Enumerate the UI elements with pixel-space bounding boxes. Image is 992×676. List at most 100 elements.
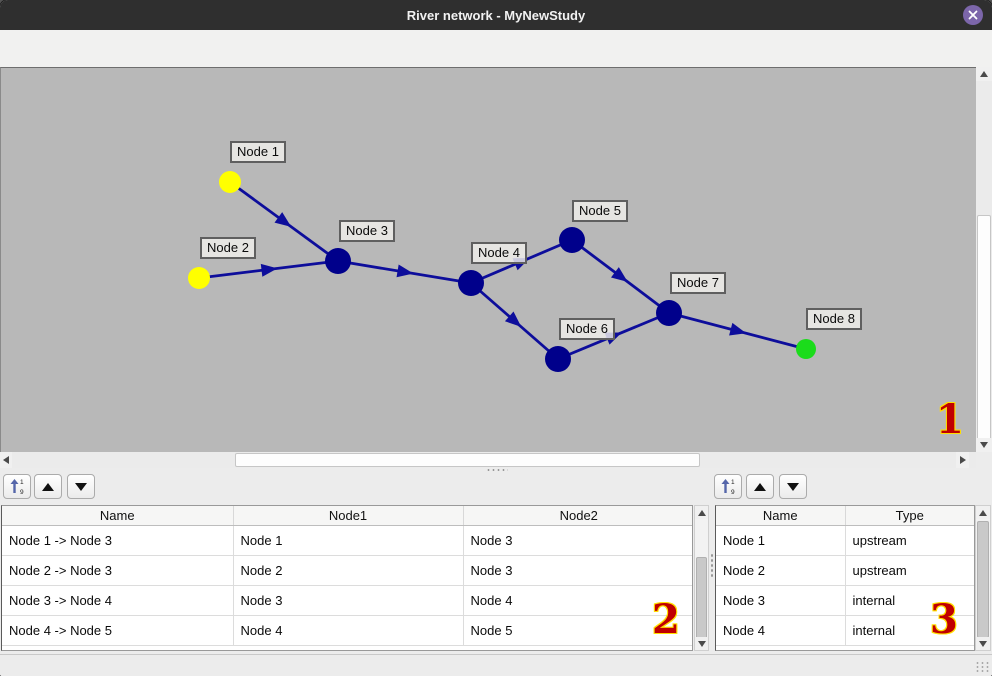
table-cell[interactable]: Node 2	[233, 555, 464, 586]
close-button[interactable]	[963, 5, 983, 25]
table-cell[interactable]: Node 2 -> Node 3	[2, 555, 234, 586]
column-header[interactable]: Name	[2, 506, 234, 526]
table-cell[interactable]: Node 1	[233, 525, 464, 556]
table-cell[interactable]: upstream	[845, 555, 974, 586]
table-cell[interactable]: Node 4 -> Node 5	[2, 615, 234, 646]
nodes-table-scrollbar[interactable]	[975, 505, 991, 651]
scroll-down-button[interactable]	[976, 637, 990, 650]
annotation-step-1: 1	[935, 396, 965, 443]
network-node[interactable]	[325, 248, 351, 274]
edge-arrow-icon	[274, 212, 292, 227]
table-cell[interactable]: upstream	[845, 525, 974, 556]
titlebar: River network - MyNewStudy	[0, 0, 992, 30]
node-label[interactable]: Node 5	[572, 200, 628, 222]
scroll-down-button[interactable]	[976, 438, 992, 452]
sort-ascending-icon: 1 9	[10, 479, 24, 495]
edges-sort-button[interactable]: 1 9	[3, 474, 31, 499]
scrollbar-thumb[interactable]	[235, 453, 700, 467]
network-node[interactable]	[656, 300, 682, 326]
vertical-splitter-handle[interactable]	[710, 553, 715, 577]
annotation-step-3: 3	[929, 596, 959, 643]
arrow-up-icon	[980, 71, 988, 77]
horizontal-splitter-handle[interactable]	[486, 468, 508, 472]
table-cell[interactable]: Node 3	[233, 585, 464, 616]
table-cell[interactable]: Node 4	[716, 615, 846, 646]
nodes-move-down-button[interactable]	[779, 474, 807, 499]
resize-grip[interactable]	[975, 661, 989, 673]
arrow-down-icon	[697, 640, 706, 647]
network-node[interactable]	[188, 267, 210, 289]
table-cell[interactable]: Node 4	[463, 585, 692, 616]
arrow-down-icon	[979, 640, 987, 647]
node-label[interactable]: Node 7	[670, 272, 726, 294]
table-cell[interactable]: Node 1 -> Node 3	[2, 525, 234, 556]
column-header[interactable]: Type	[845, 506, 974, 526]
table-cell[interactable]: Node 2	[716, 555, 846, 586]
edges-move-down-button[interactable]	[67, 474, 95, 499]
table-cell[interactable]: Node 3	[716, 585, 846, 616]
node-label[interactable]: Node 6	[559, 318, 615, 340]
triangle-up-icon	[42, 482, 54, 491]
svg-text:9: 9	[20, 489, 24, 495]
nodes-move-up-button[interactable]	[746, 474, 774, 499]
table-cell[interactable]: Node 3 -> Node 4	[2, 585, 234, 616]
close-icon	[968, 10, 978, 20]
network-node[interactable]	[559, 227, 585, 253]
node-label[interactable]: Node 2	[200, 237, 256, 259]
scroll-up-button[interactable]	[976, 67, 992, 81]
node-label[interactable]: Node 1	[230, 141, 286, 163]
column-header[interactable]: Node2	[463, 506, 692, 526]
table-cell[interactable]: internal	[845, 615, 974, 646]
table-cell[interactable]: internal	[845, 585, 974, 616]
network-node[interactable]	[219, 171, 241, 193]
canvas-horizontal-scrollbar[interactable]	[0, 452, 976, 468]
node-label[interactable]: Node 3	[339, 220, 395, 242]
arrow-left-icon	[3, 456, 9, 464]
edge-arrow-icon	[504, 311, 522, 327]
scroll-up-button[interactable]	[976, 506, 990, 519]
network-node[interactable]	[458, 270, 484, 296]
table-cell[interactable]: Node 3	[463, 555, 692, 586]
scroll-left-button[interactable]	[0, 452, 12, 468]
table-cell[interactable]: Node 4	[233, 615, 464, 646]
edges-table-scrollbar[interactable]	[694, 505, 709, 651]
table-cell[interactable]: Node 5	[463, 615, 692, 646]
scroll-up-button[interactable]	[695, 506, 708, 519]
scrollbar-thumb[interactable]	[977, 521, 989, 638]
svg-text:1: 1	[20, 479, 24, 486]
scrollbar-thumb[interactable]	[977, 215, 991, 440]
edges-move-up-button[interactable]	[34, 474, 62, 499]
scrollbar-thumb[interactable]	[696, 557, 707, 639]
svg-text:9: 9	[731, 489, 735, 495]
nodes-sort-button[interactable]: 1 9	[714, 474, 742, 499]
scroll-down-button[interactable]	[695, 637, 708, 650]
scroll-right-button[interactable]	[956, 452, 969, 468]
node-label[interactable]: Node 4	[471, 242, 527, 264]
edge-arrow-icon	[260, 263, 278, 277]
column-header[interactable]: Name	[716, 506, 846, 526]
network-canvas[interactable]: Node 1 Node 2 Node 3 Node 4 Node 5 Node 6 Node…	[0, 67, 976, 452]
network-node[interactable]	[796, 339, 816, 359]
triangle-down-icon	[75, 482, 87, 491]
table-cell[interactable]: Node 3	[463, 525, 692, 556]
status-bar	[0, 654, 992, 676]
annotation-step-2: 2	[651, 596, 681, 643]
column-header[interactable]: Node1	[233, 506, 464, 526]
canvas-vertical-scrollbar[interactable]	[976, 67, 992, 452]
arrow-down-icon	[980, 442, 988, 448]
table-cell[interactable]: Node 1	[716, 525, 846, 556]
node-label[interactable]: Node 8	[806, 308, 862, 330]
network-node[interactable]	[545, 346, 571, 372]
arrow-up-icon	[979, 509, 987, 516]
